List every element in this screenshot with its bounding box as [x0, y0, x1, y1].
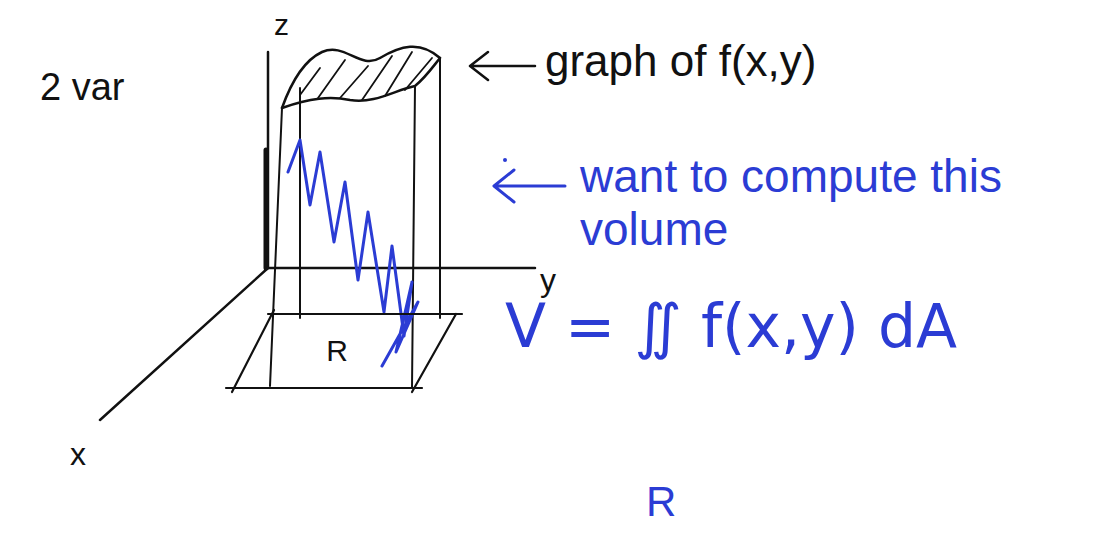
volume-hatching [288, 140, 418, 366]
graph-note: graph of f(x,y) [545, 36, 816, 87]
surface-top-edge [282, 47, 440, 108]
z-axis-bold [264, 150, 269, 268]
y-axis [268, 267, 535, 270]
wall-line [412, 86, 415, 388]
wall-line [439, 58, 441, 318]
axis-label: x [70, 436, 86, 473]
pointer-arrow [494, 170, 565, 202]
surface-front-edge [282, 58, 440, 108]
pen-dot [503, 158, 507, 162]
region-label: R [326, 334, 348, 369]
heading-note: 2 var [40, 66, 124, 110]
region-parallelogram: R [232, 314, 458, 388]
z-axis [267, 52, 270, 268]
x-axis [100, 268, 268, 420]
region-edge [412, 314, 456, 392]
region-edge [232, 310, 274, 392]
volume-note: want to compute this volume [580, 150, 1050, 256]
integral-region: R [646, 478, 676, 526]
integral-formula: V = ∬ f(x,y) dA [505, 292, 957, 361]
surface-shading [300, 52, 432, 100]
wall-line [299, 88, 301, 318]
region-edge [268, 313, 462, 315]
wall-line [270, 108, 282, 386]
region-edge [226, 387, 422, 389]
axis-label: z [274, 8, 289, 43]
pointer-arrow [470, 52, 535, 80]
